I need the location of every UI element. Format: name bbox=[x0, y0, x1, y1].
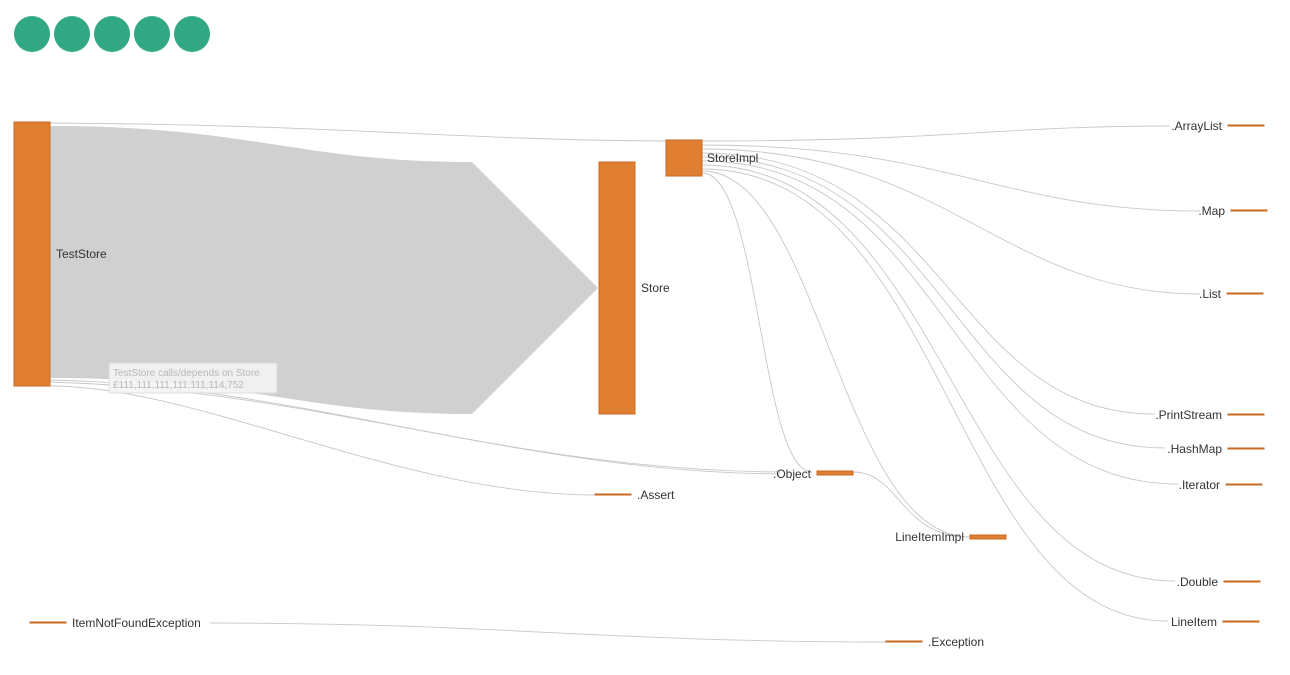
node-teststore[interactable] bbox=[13, 121, 51, 387]
node-lineitem[interactable] bbox=[1222, 620, 1260, 623]
node-store[interactable] bbox=[598, 161, 636, 415]
tooltip-box bbox=[108, 362, 278, 394]
links bbox=[49, 122, 1201, 643]
label-store: Store bbox=[641, 281, 670, 295]
label-list: .List bbox=[1199, 287, 1222, 301]
label-storeimpl: StoreImpl bbox=[707, 151, 758, 165]
label-printstream: .PrintStream bbox=[1155, 408, 1222, 422]
node-printstream[interactable] bbox=[1227, 413, 1265, 416]
link-storeimpl-object[interactable] bbox=[701, 172, 813, 473]
node-double[interactable] bbox=[1223, 580, 1261, 583]
toolbar-button-2[interactable] bbox=[54, 16, 90, 52]
label-itemnotfoundexception: ItemNotFoundException bbox=[72, 616, 201, 630]
link-storeimpl-lineitemimpl[interactable] bbox=[701, 170, 971, 538]
node-iterator[interactable] bbox=[1225, 483, 1263, 486]
toolbar-button-1[interactable] bbox=[14, 16, 50, 52]
tooltip-title: TestStore calls/depends on Store bbox=[113, 368, 260, 379]
label-hashmap: .HashMap bbox=[1167, 442, 1222, 456]
link-storeimpl-printstream[interactable] bbox=[701, 152, 1156, 415]
link-storeimpl-list[interactable] bbox=[701, 148, 1201, 295]
label-object: .Object bbox=[773, 467, 812, 481]
nodes bbox=[13, 121, 1268, 643]
link-storeimpl-lineitem[interactable] bbox=[701, 168, 1169, 622]
toolbar-button-3[interactable] bbox=[94, 16, 130, 52]
node-itemnotfoundexception[interactable] bbox=[29, 621, 67, 624]
toolbar-button-5[interactable] bbox=[174, 16, 210, 52]
label-lineitem: LineItem bbox=[1171, 615, 1217, 629]
link-storeimpl-hashmap[interactable] bbox=[701, 156, 1166, 449]
node-list[interactable] bbox=[1226, 292, 1264, 295]
node-lineitemimpl[interactable] bbox=[969, 534, 1007, 540]
label-double: .Double bbox=[1177, 575, 1219, 589]
link-storeimpl-arraylist[interactable] bbox=[701, 125, 1171, 142]
node-labels: TestStore Store StoreImpl .ArrayList .Ma… bbox=[56, 119, 1225, 649]
node-object[interactable] bbox=[816, 470, 854, 476]
tooltip-value: £111,111,111,111,111,114,752 bbox=[113, 380, 244, 391]
link-storeimpl-iterator[interactable] bbox=[701, 160, 1179, 485]
flow-teststore-store[interactable] bbox=[50, 126, 598, 414]
node-arraylist[interactable] bbox=[1227, 124, 1265, 127]
label-arraylist: .ArrayList bbox=[1171, 119, 1222, 133]
node-hashmap[interactable] bbox=[1227, 447, 1265, 450]
link-storeimpl-double[interactable] bbox=[701, 164, 1176, 582]
label-map: .Map bbox=[1198, 204, 1225, 218]
toolbar-button-4[interactable] bbox=[134, 16, 170, 52]
link-storeimpl-map[interactable] bbox=[701, 144, 1201, 212]
flow-tooltip: TestStore calls/depends on Store £111,11… bbox=[108, 362, 278, 394]
node-exception[interactable] bbox=[885, 640, 923, 643]
node-map[interactable] bbox=[1230, 209, 1268, 212]
label-assert: .Assert bbox=[637, 488, 675, 502]
label-teststore: TestStore bbox=[56, 247, 107, 261]
link-itemnotfound-exception[interactable] bbox=[209, 622, 887, 643]
link-teststore-storeimpl[interactable] bbox=[49, 122, 667, 142]
label-iterator: .Iterator bbox=[1179, 478, 1220, 492]
node-assert[interactable] bbox=[594, 493, 632, 496]
node-storeimpl[interactable] bbox=[665, 139, 703, 177]
label-lineitemimpl: LineItemImpl bbox=[895, 530, 964, 544]
toolbar bbox=[14, 16, 210, 52]
link-object-lineitemimpl[interactable] bbox=[852, 471, 971, 538]
label-exception: .Exception bbox=[928, 635, 984, 649]
